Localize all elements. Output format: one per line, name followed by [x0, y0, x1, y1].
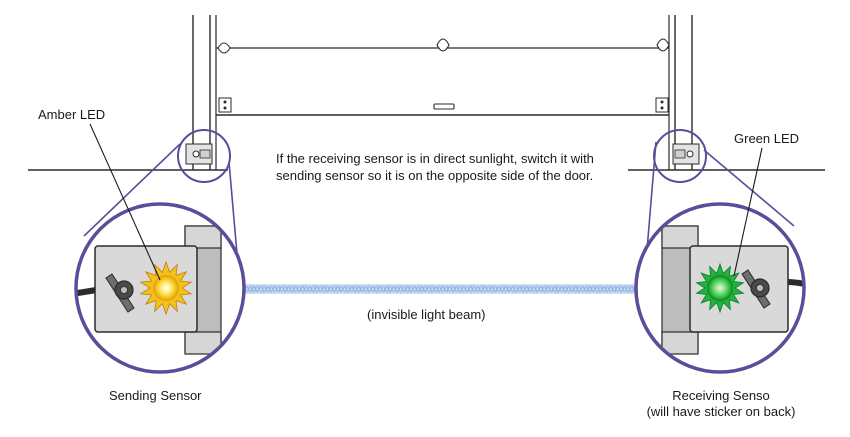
callout-small-left — [177, 129, 231, 183]
amber-led-leader — [89, 123, 161, 281]
receiving-sensor-label-line1: Receiving Senso — [672, 388, 770, 403]
callout-small-right — [653, 129, 707, 183]
receiving-sensor-label: Receiving Senso (will have sticker on ba… — [636, 388, 806, 420]
green-led-icon — [695, 262, 745, 314]
receiving-sensor-body — [689, 245, 789, 333]
small-receiving-sensor — [672, 143, 700, 165]
sunlight-note-line1: If the receiving sensor is in direct sun… — [276, 151, 594, 166]
amber-led-label: Amber LED — [38, 107, 106, 122]
wing-nut-right — [741, 269, 771, 309]
leader-lines — [89, 123, 763, 281]
amber-led-icon — [139, 260, 193, 316]
light-beam-label: (invisible light beam) — [367, 307, 486, 322]
sunlight-note: If the receiving sensor is in direct sun… — [276, 150, 594, 184]
invisible-light-beam — [185, 284, 703, 294]
wing-nut-left — [105, 273, 135, 313]
green-led-label: Green LED — [734, 131, 800, 146]
sending-sensor-label: Sending Sensor — [109, 388, 202, 403]
small-sending-sensor — [185, 143, 213, 165]
door-hinge-center — [436, 38, 450, 52]
green-led-leader — [733, 147, 763, 277]
sunlight-note-line2: sending sensor so it is on the opposite … — [276, 168, 594, 183]
door-hinge-left — [217, 42, 231, 54]
sending-sensor-body — [94, 245, 198, 333]
receiving-sensor-label-line2: (will have sticker on back) — [646, 404, 796, 419]
door-hinge-right — [656, 38, 670, 52]
garage-door — [192, 15, 693, 170]
